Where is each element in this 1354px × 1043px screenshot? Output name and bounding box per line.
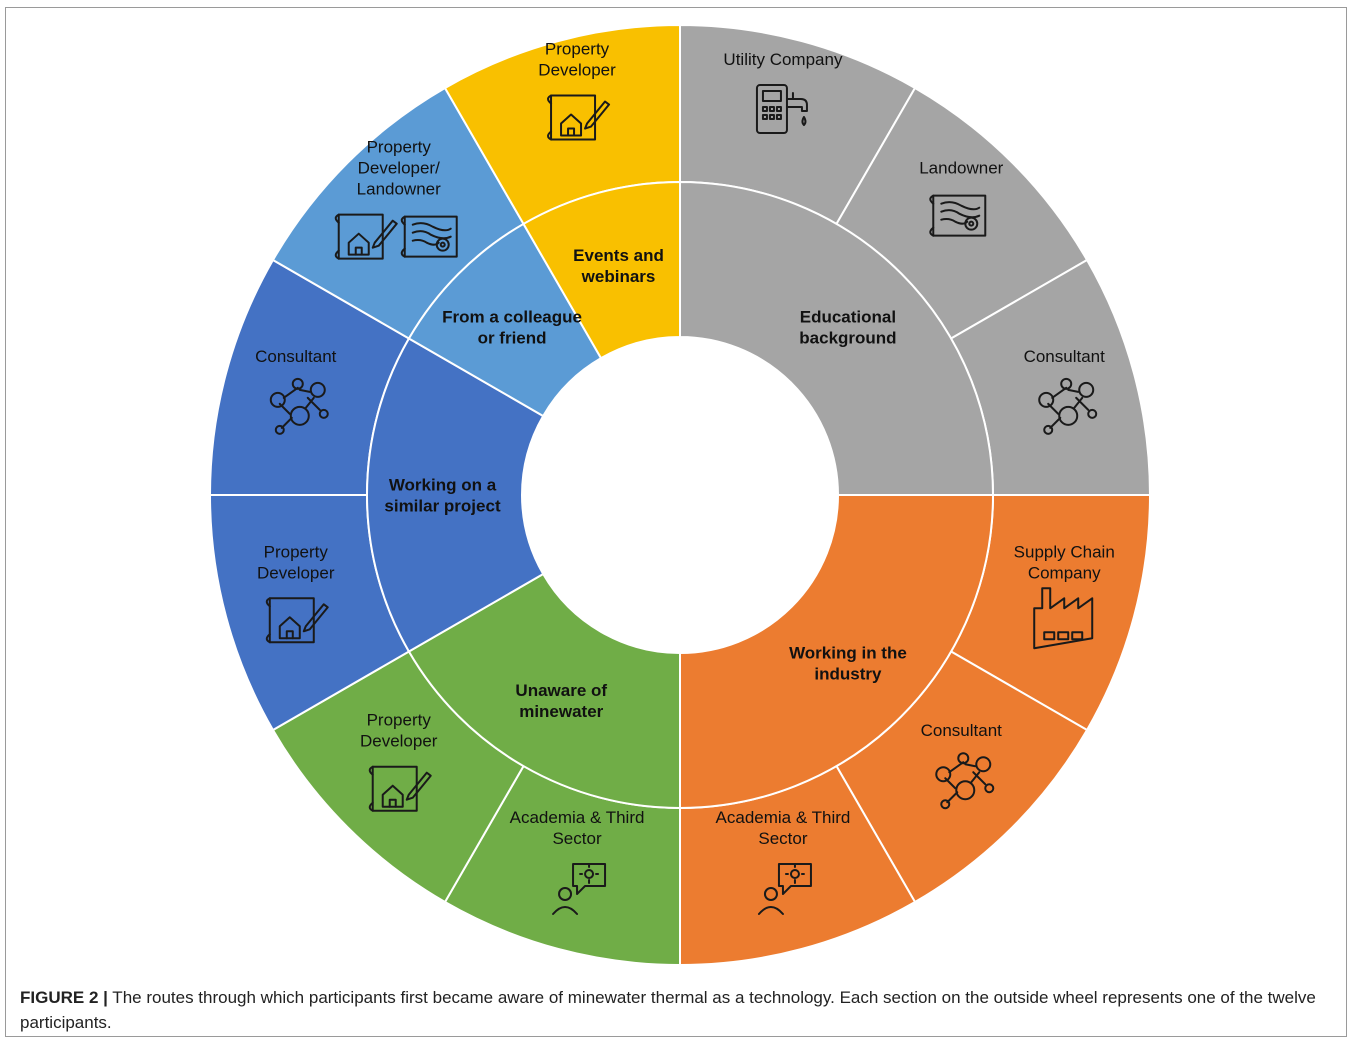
- outer-label-line: Property: [367, 138, 432, 157]
- inner-label-line: Unaware of: [515, 681, 607, 700]
- outer-label-line: Developer: [257, 563, 335, 582]
- outer-label-line: Developer/: [358, 159, 440, 178]
- inner-label-line: background: [799, 329, 896, 348]
- inner-label-line: From a colleague: [442, 308, 582, 327]
- inner-label: Educational background: [799, 308, 896, 348]
- outer-label-line: Consultant: [255, 347, 337, 366]
- outer-label-line: Landowner: [357, 180, 441, 199]
- outer-label-line: Sector: [758, 829, 807, 848]
- inner-label: Working in the industry: [789, 643, 907, 683]
- inner-label-line: Educational: [800, 308, 896, 327]
- inner-segment-similar: [366, 337, 545, 653]
- outer-label-line: Academia & Third: [510, 808, 645, 827]
- outer-label-line: Developer: [538, 61, 616, 80]
- inner-segment-industry: [679, 494, 995, 810]
- inner-label-line: Events and: [573, 246, 664, 265]
- inner-segment-unaware: [407, 572, 681, 810]
- inner-label-line: industry: [814, 664, 882, 683]
- outer-label-line: Consultant: [921, 721, 1003, 740]
- outer-label: Consultant: [255, 347, 337, 366]
- outer-label-line: Sector: [552, 829, 601, 848]
- outer-label: Consultant: [1024, 347, 1106, 366]
- outer-label-line: Consultant: [1024, 347, 1106, 366]
- outer-label: Consultant: [921, 721, 1003, 740]
- outer-label: Landowner: [919, 159, 1003, 178]
- outer-label-line: Property: [264, 542, 329, 561]
- caption-text: The routes through which participants fi…: [20, 988, 1316, 1032]
- inner-label: From a colleague or friend: [442, 308, 582, 348]
- outer-label: Utility Company: [723, 50, 843, 69]
- inner-label-line: or friend: [478, 329, 547, 348]
- outer-label-line: Utility Company: [723, 50, 843, 69]
- outer-label-line: Academia & Third: [716, 808, 851, 827]
- wheel-segments: [208, 23, 1152, 967]
- inner-label: Unaware of minewater: [515, 681, 607, 721]
- inner-label-line: Working in the: [789, 643, 907, 662]
- figure-caption: FIGURE 2 | The routes through which part…: [20, 985, 1320, 1035]
- outer-label-line: Supply Chain: [1014, 542, 1115, 561]
- outer-label-line: Company: [1028, 563, 1101, 582]
- inner-label-line: webinars: [581, 267, 656, 286]
- outer-label-line: Landowner: [919, 159, 1003, 178]
- inner-label-line: Working on a: [389, 476, 497, 495]
- inner-label: Events and webinars: [573, 246, 664, 286]
- outer-label-line: Property: [545, 40, 610, 59]
- inner-label: Working on a similar project: [384, 476, 501, 516]
- outer-label-line: Developer: [360, 732, 438, 751]
- inner-segment-events: [522, 180, 681, 360]
- inner-segment-education: [679, 180, 995, 496]
- caption-label: FIGURE 2 |: [20, 988, 108, 1007]
- inner-label-line: similar project: [384, 497, 501, 516]
- inner-label-line: minewater: [519, 702, 603, 721]
- outer-label-line: Property: [367, 711, 432, 730]
